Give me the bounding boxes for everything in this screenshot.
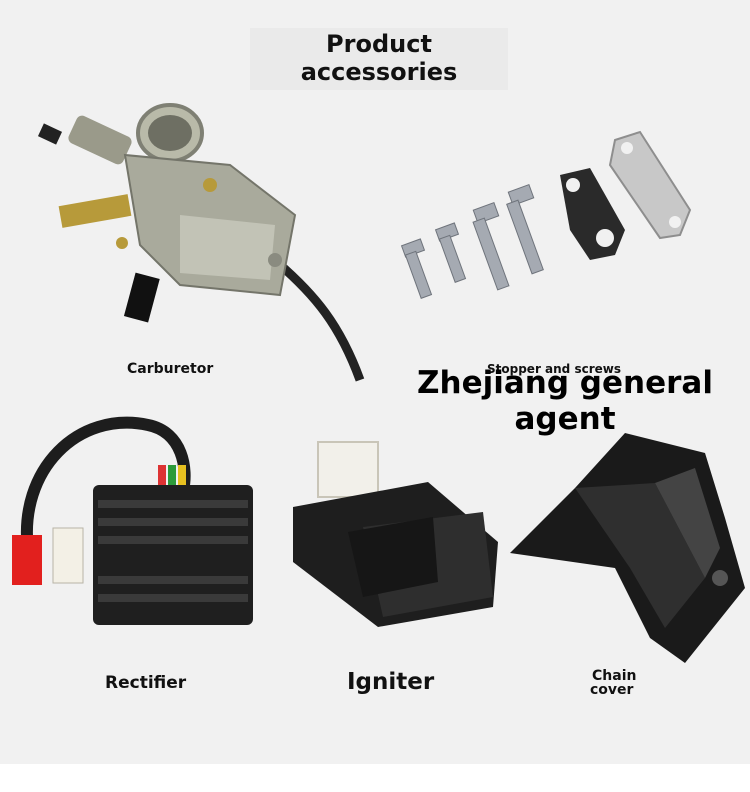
rectifier-label: Rectifier [105,673,187,693]
chain-cover-line2: cover [590,682,634,698]
rectifier-photo [12,416,253,625]
title-line1: Product [326,30,432,58]
igniter-label: Igniter [347,669,435,695]
igniter-photo [293,441,498,627]
carburetor-label: Carburetor [127,361,214,377]
overlay-line2: agent [514,401,616,437]
product-image: Product accessories [0,0,750,764]
chain-cover-line1: Chain [592,668,637,684]
stopper-label: Stopper and screws [487,362,621,376]
carburetor-photo [37,103,365,382]
page-title: Product accessories [250,28,508,90]
title-line2: accessories [300,58,458,86]
chain-cover-label: Chain cover [590,669,636,697]
screws-gasket-photo [400,130,692,299]
agent-overlay-text: Zhejiang general agent [400,365,730,437]
chain-cover-photo [510,433,745,663]
overlay-line1: Zhejiang general [417,365,713,401]
